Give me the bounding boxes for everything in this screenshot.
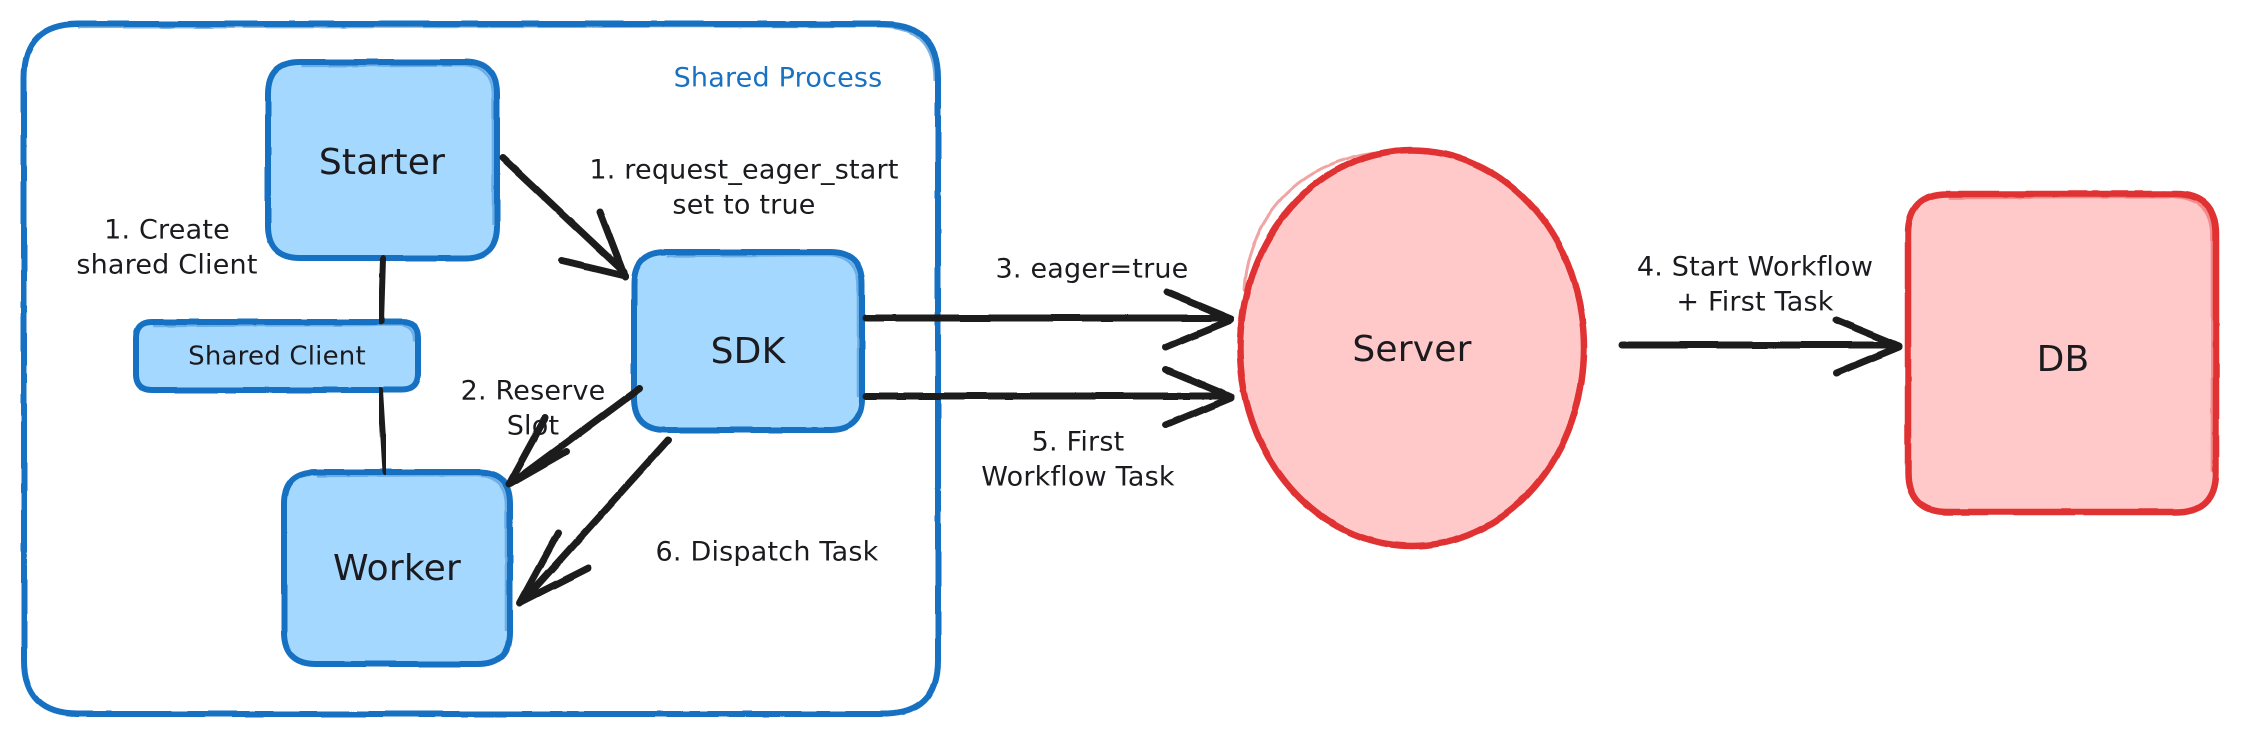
edge-4-start-workflow-first-task[interactable] — [1618, 316, 1903, 377]
node-db[interactable] — [1904, 190, 2220, 516]
edge-1-request-eager-start[interactable] — [499, 154, 629, 281]
edge-1-create-shared-client[interactable] — [377, 255, 388, 475]
node-worker[interactable] — [281, 469, 513, 667]
edge-2-reserve-slot[interactable] — [505, 384, 644, 488]
shared-process-group[interactable] — [21, 21, 941, 717]
node-starter[interactable] — [265, 59, 500, 261]
edge-5-first-workflow-task[interactable] — [862, 366, 1235, 429]
node-sdk[interactable] — [631, 249, 865, 433]
edge-6-dispatch-task[interactable] — [516, 436, 672, 607]
node-server[interactable] — [1236, 146, 1588, 550]
edge-3-eager-true[interactable] — [862, 288, 1235, 351]
node-shared-client[interactable] — [133, 319, 421, 393]
